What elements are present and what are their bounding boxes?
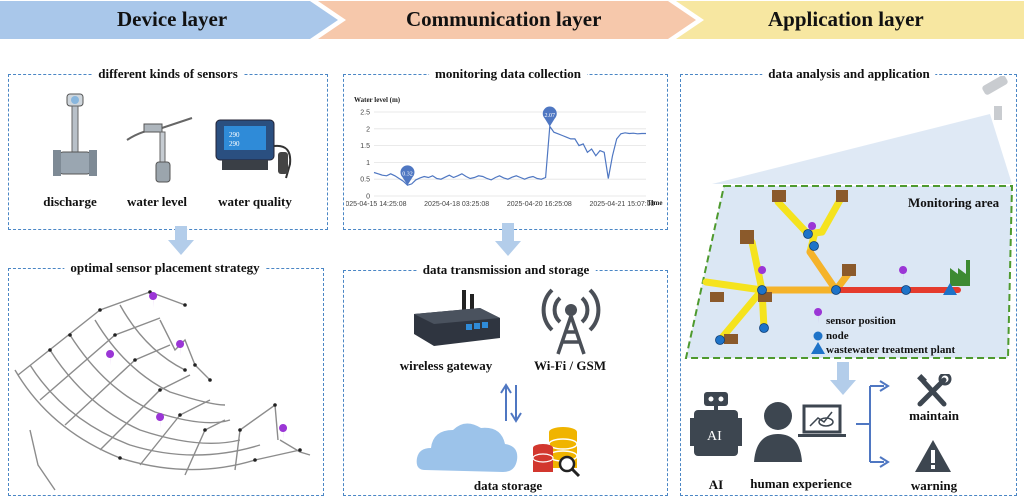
outcome-arrows: [856, 380, 890, 468]
layer-banners: [0, 1, 1024, 39]
down-arrow-icon: [168, 226, 194, 255]
monitoring-area-map: [684, 76, 1014, 359]
chart-x-tick-label: 2025-04-15 14:25:08: [346, 201, 407, 208]
svg-text:290: 290: [229, 131, 240, 139]
wireless-gateway-label: wireless gateway: [399, 358, 493, 373]
chart-annotation: 0.32: [400, 165, 415, 186]
chart-x-tick-label: 2025-04-21 15:07:08: [590, 201, 655, 208]
chart-y-tick-label: 1.5: [360, 143, 370, 150]
legend-plant-label: wastewater treatment plant: [826, 344, 956, 356]
chart-y-axis-label: Water level (m): [354, 96, 401, 104]
transmission-panel-title: data transmission and storage: [416, 262, 596, 278]
chart-x-axis-label: Time: [647, 199, 662, 207]
wireless-gateway-icon: [414, 290, 500, 346]
legend-sensor-icon: [814, 308, 823, 324]
device-layer-title: Device layer: [117, 7, 228, 31]
chart-data-label: 2.07: [545, 113, 556, 119]
water-level-label: water level: [126, 194, 188, 209]
chart-y-tick-label: 0: [366, 194, 370, 201]
application-layer-title: Application layer: [768, 7, 924, 31]
water-level-sensor-icon: [126, 117, 193, 183]
chart-annotation: 2.07: [542, 106, 557, 127]
maintain-label: maintain: [909, 408, 959, 423]
legend-sensor-label: sensor position: [826, 315, 896, 327]
legend-plant-icon: [811, 342, 825, 354]
sensors-panel-title: different kinds of sensors: [92, 66, 244, 82]
discharge-label: discharge: [43, 194, 97, 209]
chart-y-tick-label: 1: [366, 160, 370, 167]
factory-icon: [950, 260, 970, 286]
ai-robot-icon: AI: [690, 392, 742, 456]
chart-y-tick-label: 2: [366, 126, 370, 133]
chart-x-tick-label: 2025-04-20 16:25:08: [507, 201, 572, 208]
svg-text:290: 290: [229, 140, 240, 148]
pipe-network-map: [14, 290, 311, 491]
communication-layer-title: Communication layer: [406, 7, 602, 31]
placement-panel-title: optimal sensor placement strategy: [64, 260, 266, 276]
treatment-plant-marker: [943, 283, 957, 295]
human-experience-icon: [754, 402, 846, 462]
legend-node-icon: [813, 331, 823, 341]
analysis-panel-title: data analysis and application: [762, 66, 936, 82]
water-level-chart: Water level (m) Time 0 0.5 1 1.5 2 2.5 2025-0…: [346, 96, 662, 208]
ai-label: AI: [708, 477, 724, 492]
chart-y-tick-label: 2.5: [360, 110, 370, 117]
monitoring-panel-title: monitoring data collection: [429, 66, 587, 82]
application-layer-banner: [676, 1, 1024, 39]
chart-y-tick-label: 0.5: [360, 177, 370, 184]
wifi-tower-icon: [541, 288, 601, 355]
camera-icon: [982, 76, 1008, 120]
data-storage-icon: [416, 423, 581, 478]
bidirectional-arrow-icon: [500, 383, 522, 423]
ai-badge-text: AI: [707, 429, 722, 444]
down-arrow-icon: [495, 223, 521, 256]
chart-x-tick-label: 2025-04-18 03:25:08: [424, 201, 489, 208]
monitoring-area-label: Monitoring area: [908, 195, 1000, 210]
device-layer-banner: [0, 1, 338, 39]
communication-layer-banner: [318, 1, 696, 39]
warning-icon: [915, 440, 951, 472]
human-experience-label: human experience: [750, 476, 852, 491]
camera-view-cone: [712, 114, 1012, 184]
wrench-screwdriver-icon: [917, 374, 952, 407]
wifi-gsm-label: Wi-Fi / GSM: [534, 358, 606, 373]
water-quality-sensor-icon: 290 290: [215, 119, 292, 179]
water-level-series-line: [373, 124, 646, 186]
data-storage-label: data storage: [473, 478, 543, 493]
down-arrow-icon: [830, 362, 856, 395]
water-quality-label: water quality: [218, 194, 292, 209]
legend-node-label: node: [826, 330, 849, 342]
discharge-sensor-icon: [53, 93, 97, 176]
warning-label: warning: [910, 478, 958, 493]
chart-data-label: 0.32: [402, 172, 413, 178]
